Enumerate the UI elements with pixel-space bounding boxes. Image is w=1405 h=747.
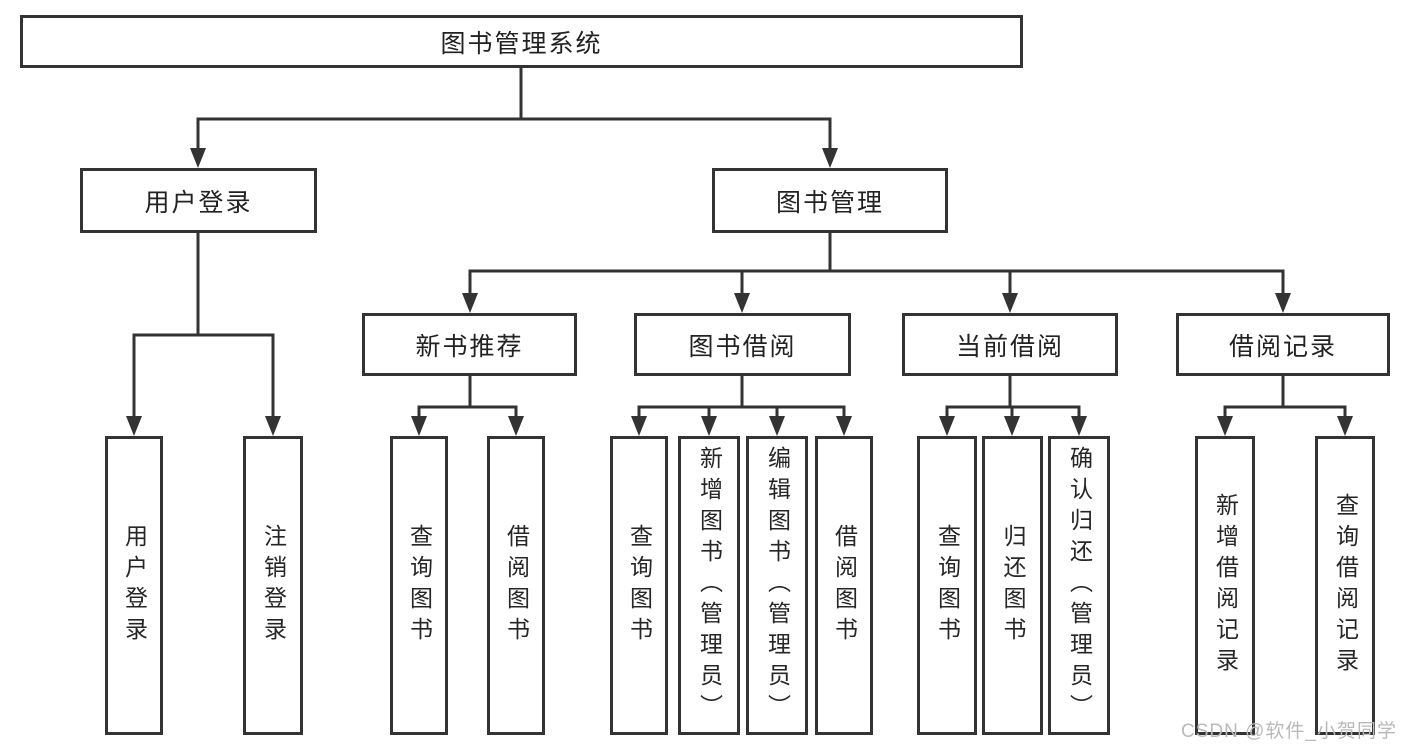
leaf-label: 查询图书 — [626, 523, 653, 648]
leaf-logout: 注销登录 — [243, 436, 303, 735]
connector-userlogin-to-leaves — [126, 233, 281, 436]
connector-bookmgmt-to-level3 — [462, 233, 1291, 313]
node-book-borrow: 图书借阅 — [634, 313, 851, 376]
node-root-library-system: 图书管理系统 — [20, 15, 1023, 68]
leaf-label: 新增图书（管理员） — [696, 446, 723, 725]
leaf-user-login: 用户登录 — [105, 436, 163, 735]
node-label: 图书借阅 — [688, 332, 797, 361]
leaf-edit-books-admin: 编辑图书（管理员） — [746, 436, 808, 735]
connector-root-to-level2 — [190, 68, 838, 168]
csdn-watermark: CSDN @软件_小贺同学 — [1181, 721, 1397, 742]
leaf-return-books: 归还图书 — [982, 436, 1043, 735]
node-label: 新书推荐 — [415, 332, 524, 361]
node-label: 用户登录 — [144, 188, 253, 217]
leaf-query-borrow-record: 查询借阅记录 — [1315, 436, 1375, 735]
leaf-borrow-books-recommend: 借阅图书 — [487, 436, 545, 735]
leaf-label: 用户登录 — [121, 523, 148, 648]
connector-newbook-to-leaves — [411, 376, 524, 436]
leaf-confirm-return-admin: 确认归还（管理员） — [1048, 436, 1110, 735]
node-user-login: 用户登录 — [80, 168, 317, 233]
leaf-label: 注销登录 — [260, 523, 287, 648]
node-label: 借阅记录 — [1228, 332, 1337, 361]
leaf-label: 借阅图书 — [831, 523, 858, 648]
leaf-query-books-borrow: 查询图书 — [610, 436, 668, 735]
node-new-book-recommend: 新书推荐 — [362, 313, 577, 376]
connector-currentborrow-to-leaves — [939, 376, 1087, 436]
leaf-add-books-admin: 新增图书（管理员） — [678, 436, 740, 735]
connector-bookborrow-to-leaves — [631, 376, 852, 436]
leaf-query-books-current: 查询图书 — [917, 436, 977, 735]
connector-borrowrecords-to-leaves — [1217, 376, 1353, 436]
node-borrow-records: 借阅记录 — [1176, 313, 1390, 376]
leaf-add-borrow-record: 新增借阅记录 — [1195, 436, 1255, 735]
leaf-label: 归还图书 — [1000, 523, 1026, 648]
leaf-borrow-books: 借阅图书 — [815, 436, 873, 735]
node-label: 图书管理 — [775, 188, 884, 217]
leaf-label: 查询图书 — [406, 523, 433, 648]
leaf-label: 查询图书 — [934, 523, 961, 648]
leaf-label: 确认归还（管理员） — [1066, 446, 1093, 725]
node-current-borrow: 当前借阅 — [902, 313, 1118, 376]
node-label: 当前借阅 — [955, 332, 1064, 361]
leaf-label: 编辑图书（管理员） — [764, 446, 791, 725]
leaf-label: 查询借阅记录 — [1332, 492, 1359, 679]
leaf-label: 新增借阅记录 — [1212, 492, 1239, 679]
node-book-management: 图书管理 — [712, 168, 948, 233]
node-label: 图书管理系统 — [440, 29, 603, 58]
leaf-label: 借阅图书 — [503, 523, 530, 648]
leaf-query-books-recommend: 查询图书 — [390, 436, 448, 735]
